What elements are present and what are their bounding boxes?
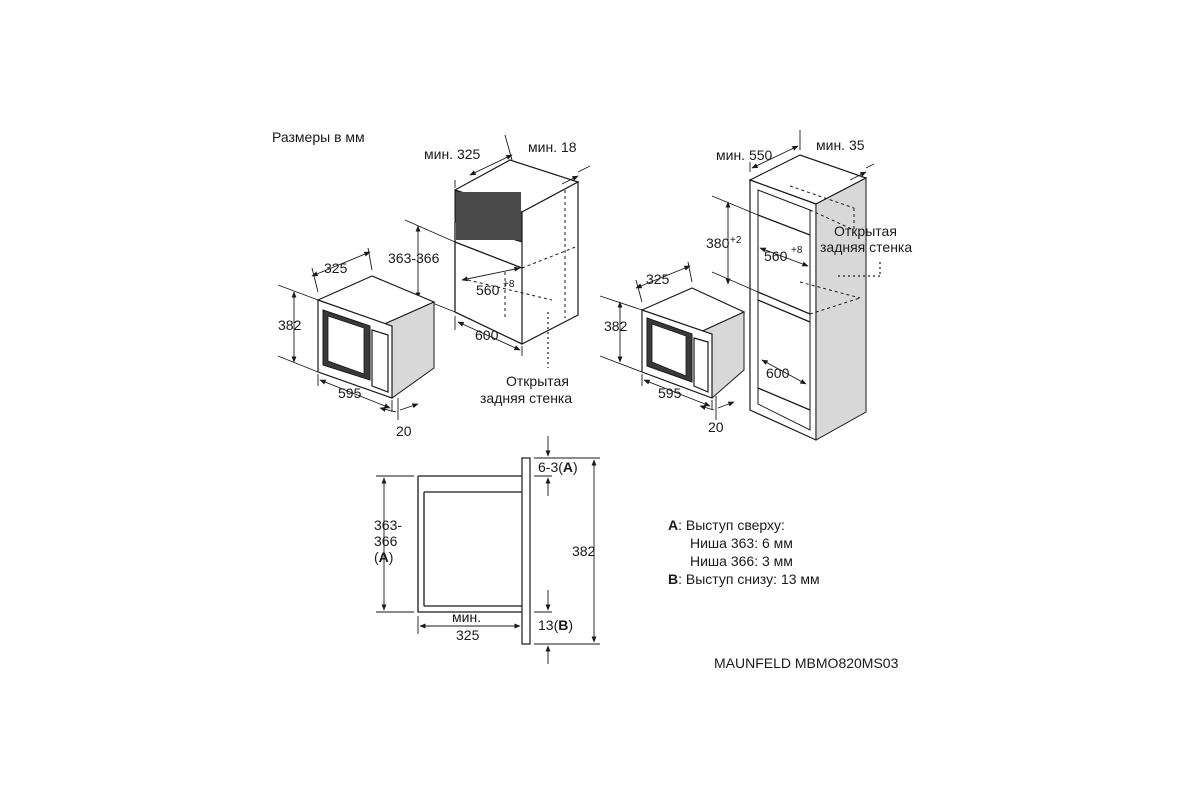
dim-section-niche-1: 363- — [374, 517, 402, 533]
dim-section-bottom-gap: 13(B) — [538, 617, 573, 633]
dim-tall-niche-height-tol: +2 — [730, 235, 742, 246]
label-wall-open-back-1: Открытая — [506, 373, 569, 389]
microwave-left — [316, 275, 436, 399]
microwave-front-panel — [521, 457, 531, 645]
model-name: MAUNFELD MBMO820MS03 — [714, 655, 899, 671]
dim-right-depth: 325 — [646, 271, 670, 287]
dim-left-front: 20 — [396, 423, 412, 439]
legend-a-line1: Ниша 363: 6 мм — [690, 535, 793, 551]
microwave-right — [640, 287, 746, 399]
dim-section-niche-2: 366 — [374, 533, 398, 549]
dim-right-height: 382 — [604, 318, 628, 334]
dim-left-height: 382 — [278, 317, 302, 333]
dim-tall-min-side: мин. 35 — [816, 137, 865, 153]
tall-cabinet — [748, 154, 881, 441]
dim-section-min-depth-2: 325 — [456, 627, 480, 643]
dim-section-top-gap: 6-3(A) — [538, 459, 578, 475]
dim-tall-width: 600 — [766, 365, 790, 381]
units-title: Размеры в мм — [272, 129, 365, 145]
dim-tall-min-depth: мин. 550 — [716, 147, 773, 163]
dim-wall-niche-height: 363-366 — [388, 250, 440, 266]
label-wall-open-back-2: задняя стенка — [480, 390, 572, 406]
dim-section-niche-letter: A — [379, 549, 389, 565]
dim-tall-niche-width: 560 — [764, 248, 788, 264]
dim-right-width: 595 — [658, 385, 682, 401]
dim-tall-niche-width-tol: +8 — [791, 245, 803, 256]
dim-section-niche-3: (A) — [374, 549, 393, 565]
dim-left-depth: 325 — [324, 260, 348, 276]
legend-a: A: Выступ сверху: — [668, 517, 785, 533]
dim-wall-min-side: мин. 18 — [528, 139, 577, 155]
dim-wall-min-depth: мин. 325 — [424, 146, 481, 162]
dim-wall-niche-width-tol: +8 — [503, 279, 515, 290]
dim-tall-niche-height: 380 — [706, 235, 730, 251]
wall-cabinet — [453, 159, 580, 368]
label-tall-open-back-1: Открытая — [834, 223, 897, 239]
dim-section-total-height: 382 — [572, 543, 596, 559]
dim-wall-width: 600 — [475, 327, 499, 343]
label-tall-open-back-2: задняя стенка — [820, 239, 912, 255]
legend-a-line2: Ниша 366: 3 мм — [690, 553, 793, 569]
legend-b: B: Выступ снизу: 13 мм — [668, 571, 820, 587]
section-view — [417, 457, 531, 645]
dim-left-width: 595 — [338, 385, 362, 401]
dim-wall-niche-width: 560 — [476, 282, 500, 298]
dim-section-min-depth-1: мин. — [452, 609, 481, 625]
legend: A: Выступ сверху: Ниша 363: 6 мм Ниша 36… — [668, 517, 820, 587]
dim-right-front: 20 — [708, 419, 724, 435]
